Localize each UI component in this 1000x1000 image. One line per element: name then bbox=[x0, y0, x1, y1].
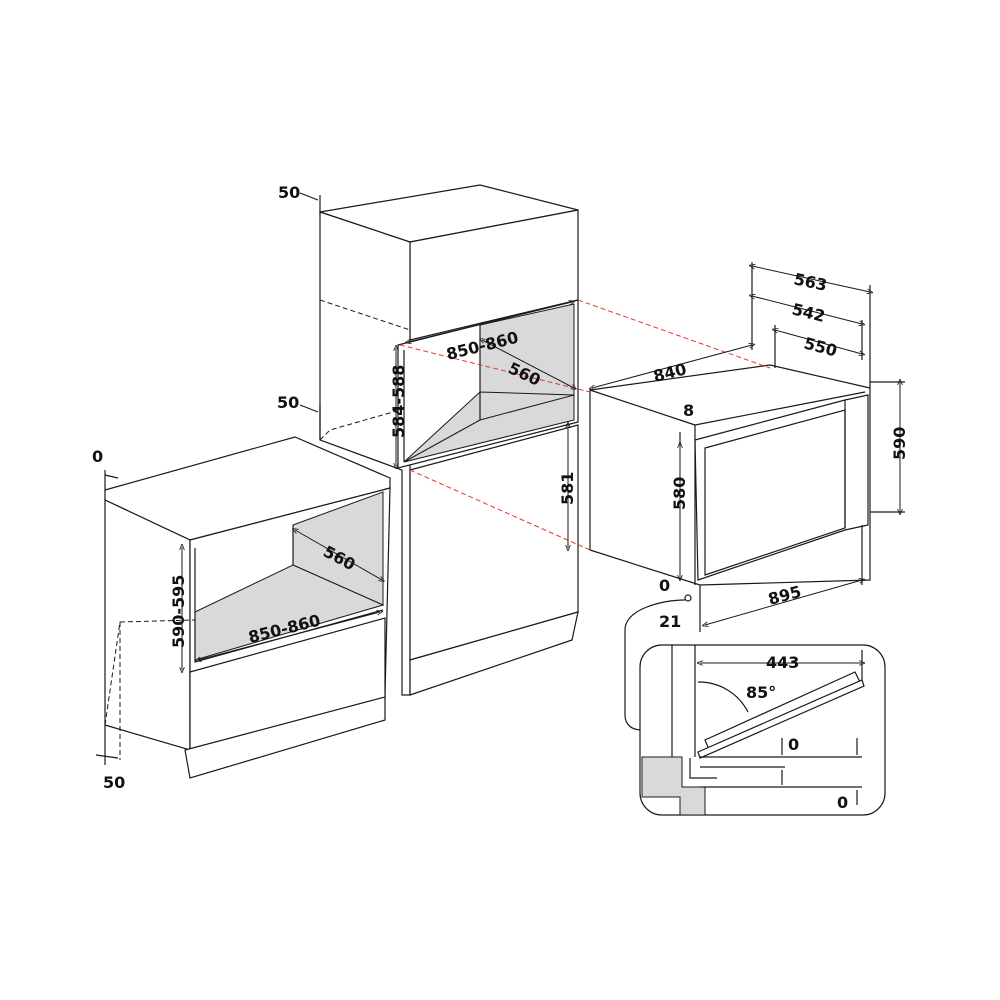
label-tall-top-gap: 50 bbox=[278, 183, 300, 202]
label-oven-0: 0 bbox=[659, 576, 670, 595]
oven bbox=[589, 364, 871, 586]
label-door-443: 443 bbox=[766, 653, 799, 672]
base-cabinet bbox=[104, 436, 391, 779]
door-detail-callout bbox=[624, 594, 886, 816]
dimension-lines bbox=[95, 192, 905, 765]
label-oven-580: 580 bbox=[670, 477, 689, 510]
label-oven-563: 563 bbox=[792, 269, 829, 295]
label-oven-542: 542 bbox=[790, 299, 827, 326]
label-door-0-top: 0 bbox=[788, 735, 799, 754]
dimension-labels: 50 50 0 50 850-860 560 584-588 581 840 5… bbox=[92, 183, 909, 812]
label-base-top-gap: 0 bbox=[92, 447, 103, 466]
label-oven-width: 895 bbox=[766, 582, 803, 609]
label-oven-550: 550 bbox=[802, 334, 839, 361]
label-base-height: 590-595 bbox=[169, 575, 188, 648]
label-tall-mid-gap: 50 bbox=[277, 393, 299, 412]
label-tall-height: 584-588 bbox=[389, 365, 408, 438]
label-base-bottom-gap: 50 bbox=[103, 773, 125, 792]
label-oven-8: 8 bbox=[683, 401, 694, 420]
label-niche-height: 581 bbox=[558, 472, 577, 505]
label-door-0-bottom: 0 bbox=[837, 793, 848, 812]
label-oven-21: 21 bbox=[659, 612, 681, 631]
label-door-angle: 85° bbox=[746, 683, 776, 702]
label-oven-590: 590 bbox=[890, 427, 909, 460]
